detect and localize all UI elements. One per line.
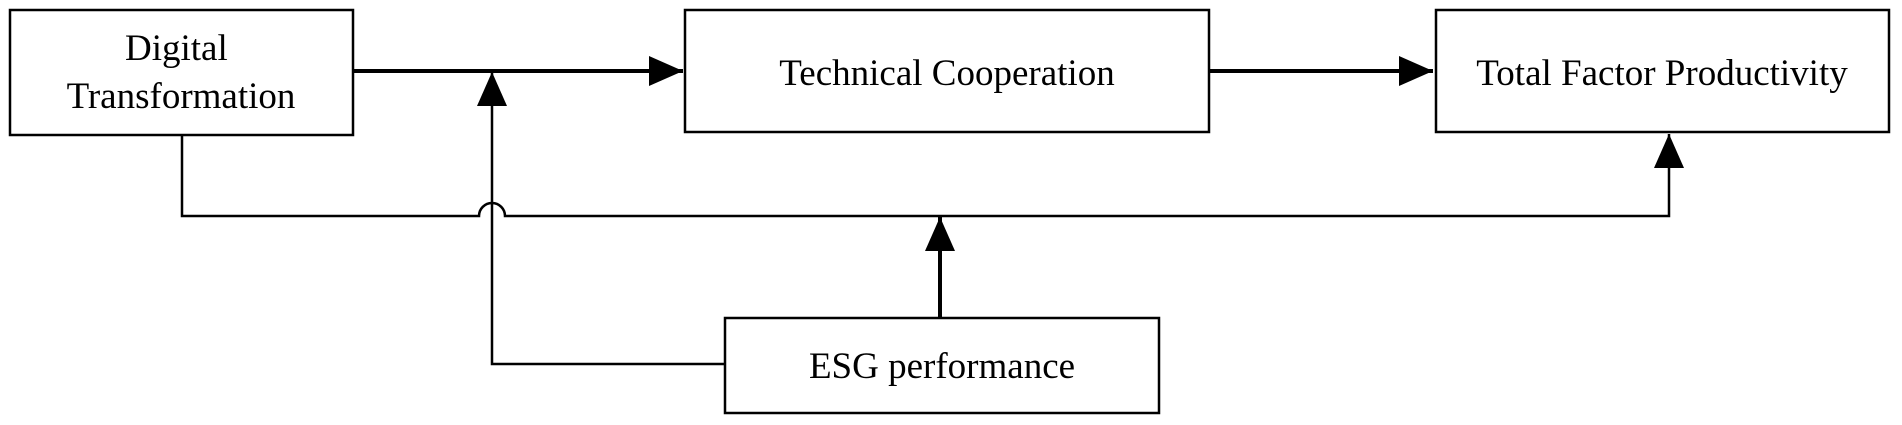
node-esg-performance-label: ESG performance: [809, 346, 1075, 387]
svg-text:Digital Transformation: Digital Transformation: [67, 28, 296, 117]
node-esg-performance: ESG performance: [723, 316, 1161, 415]
node-technical-cooperation-label: Technical Cooperation: [779, 53, 1114, 94]
node-digital-transformation-line-2: Transformation: [67, 76, 296, 117]
arrow-dt-direct-to-tfp: [180, 134, 1684, 218]
node-total-factor-productivity-label: Total Factor Productivity: [1476, 53, 1848, 94]
node-technical-cooperation: Technical Cooperation: [683, 8, 1211, 134]
arrow-esg-moderates-first-path: [477, 72, 725, 366]
node-digital-transformation: Digital Transformation: [8, 8, 355, 137]
node-total-factor-productivity: Total Factor Productivity: [1434, 8, 1891, 134]
node-digital-transformation-line-1: Digital: [125, 28, 228, 69]
